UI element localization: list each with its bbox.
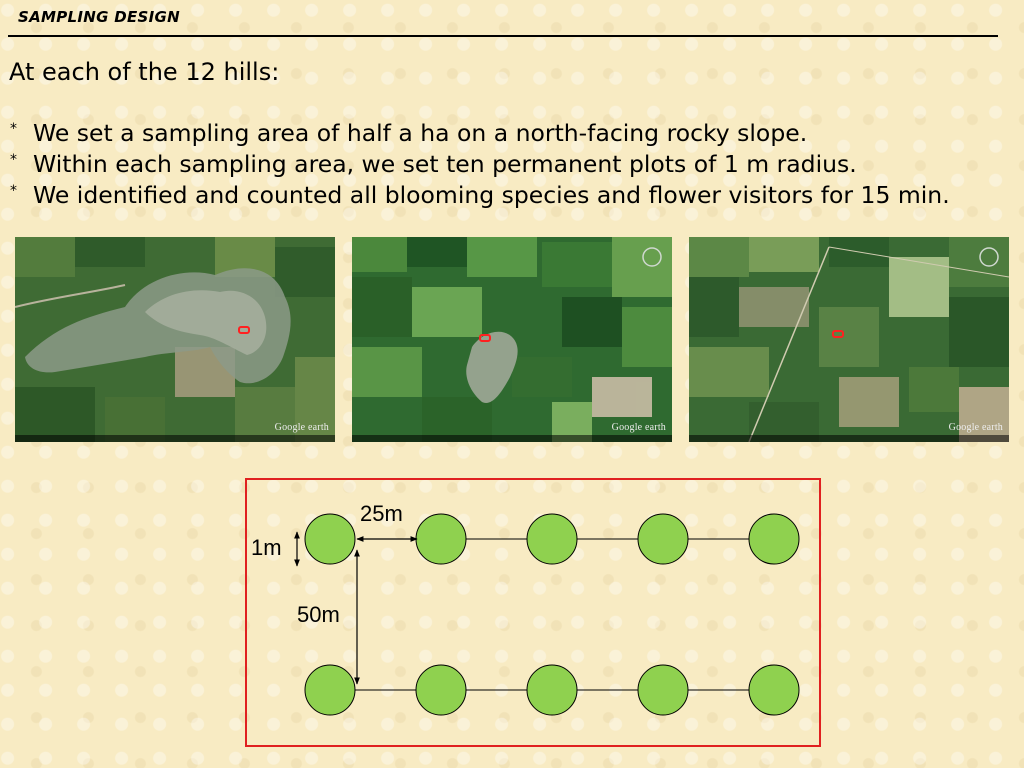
google-earth-logo: Google earth <box>611 422 666 433</box>
bullet-marker: * <box>10 121 17 137</box>
bullet-text: Within each sampling area, we set ten pe… <box>33 150 857 178</box>
imagery-info-bar <box>689 435 1009 442</box>
satellite-photos: Google earth <box>0 237 1024 442</box>
bullet-item: * We identified and counted all blooming … <box>10 180 950 211</box>
plot-circle <box>748 664 800 716</box>
bullet-list: * We set a sampling area of half a ha on … <box>10 118 950 211</box>
plot-circle <box>415 513 467 565</box>
imagery-info-bar <box>15 435 335 442</box>
bullet-marker: * <box>10 183 17 199</box>
plot-layout-diagram: 25m 1m 50m <box>245 478 821 747</box>
plot-layout-svg: 25m 1m 50m <box>245 478 821 747</box>
plot-circle <box>637 513 689 565</box>
plots <box>304 513 800 716</box>
intro-text: At each of the 12 hills: <box>9 58 280 86</box>
satellite-photo-2: Google earth <box>352 237 672 442</box>
bullet-item: * Within each sampling area, we set ten p… <box>10 149 950 180</box>
plot-circle <box>637 664 689 716</box>
plot-circle <box>415 664 467 716</box>
bullet-text: We identified and counted all blooming s… <box>33 181 950 209</box>
plot-circle <box>526 513 578 565</box>
bullet-text: We set a sampling area of half a ha on a… <box>33 119 808 147</box>
spacing-label: 25m <box>360 501 403 526</box>
google-earth-logo: Google earth <box>948 422 1003 433</box>
google-earth-logo: Google earth <box>274 422 329 433</box>
radius-label: 1m <box>251 535 282 560</box>
satellite-photo-3: Google earth <box>689 237 1009 442</box>
slide-header: SAMPLING DESIGN <box>18 8 181 26</box>
plot-circle <box>304 664 356 716</box>
bullet-marker: * <box>10 152 17 168</box>
row-spacing-label: 50m <box>297 602 340 627</box>
plot-circle <box>748 513 800 565</box>
bullet-item: * We set a sampling area of half a ha on … <box>10 118 950 149</box>
header-rule <box>8 35 998 37</box>
imagery-info-bar <box>352 435 672 442</box>
sampling-area-frame <box>245 478 821 747</box>
satellite-photo-1: Google earth <box>15 237 335 442</box>
plot-circle <box>304 513 356 565</box>
plot-circle <box>526 664 578 716</box>
plot-connectors <box>355 538 749 691</box>
